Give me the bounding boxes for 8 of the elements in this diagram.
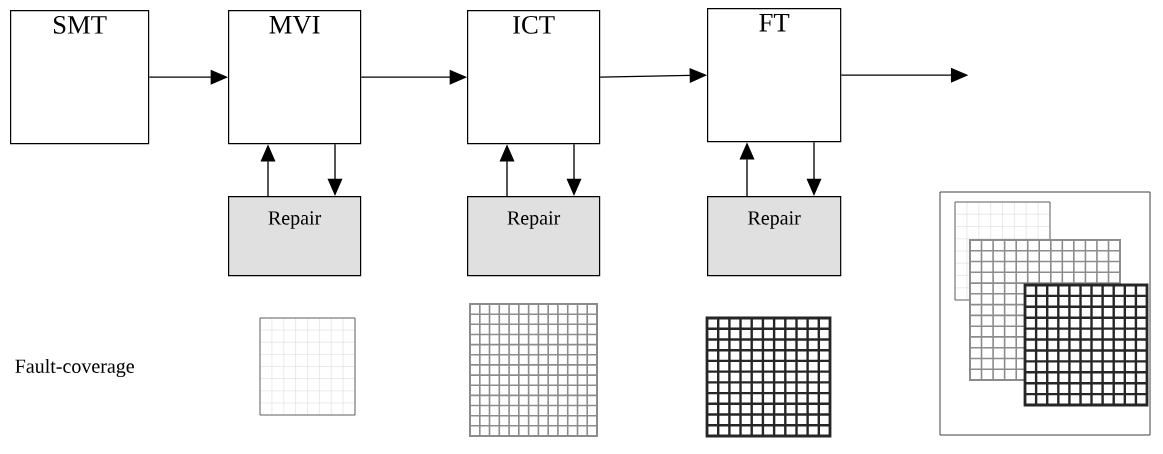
process-box: SMT — [10, 10, 150, 145]
repair-box: Repair — [467, 196, 601, 277]
process-box: ICT — [467, 10, 601, 145]
repair-box: Repair — [228, 196, 362, 277]
process-box: FT — [707, 8, 842, 143]
repair-box: Repair — [707, 196, 842, 277]
row-label: Fault-coverage — [15, 358, 134, 378]
process-box: MVI — [228, 10, 362, 145]
